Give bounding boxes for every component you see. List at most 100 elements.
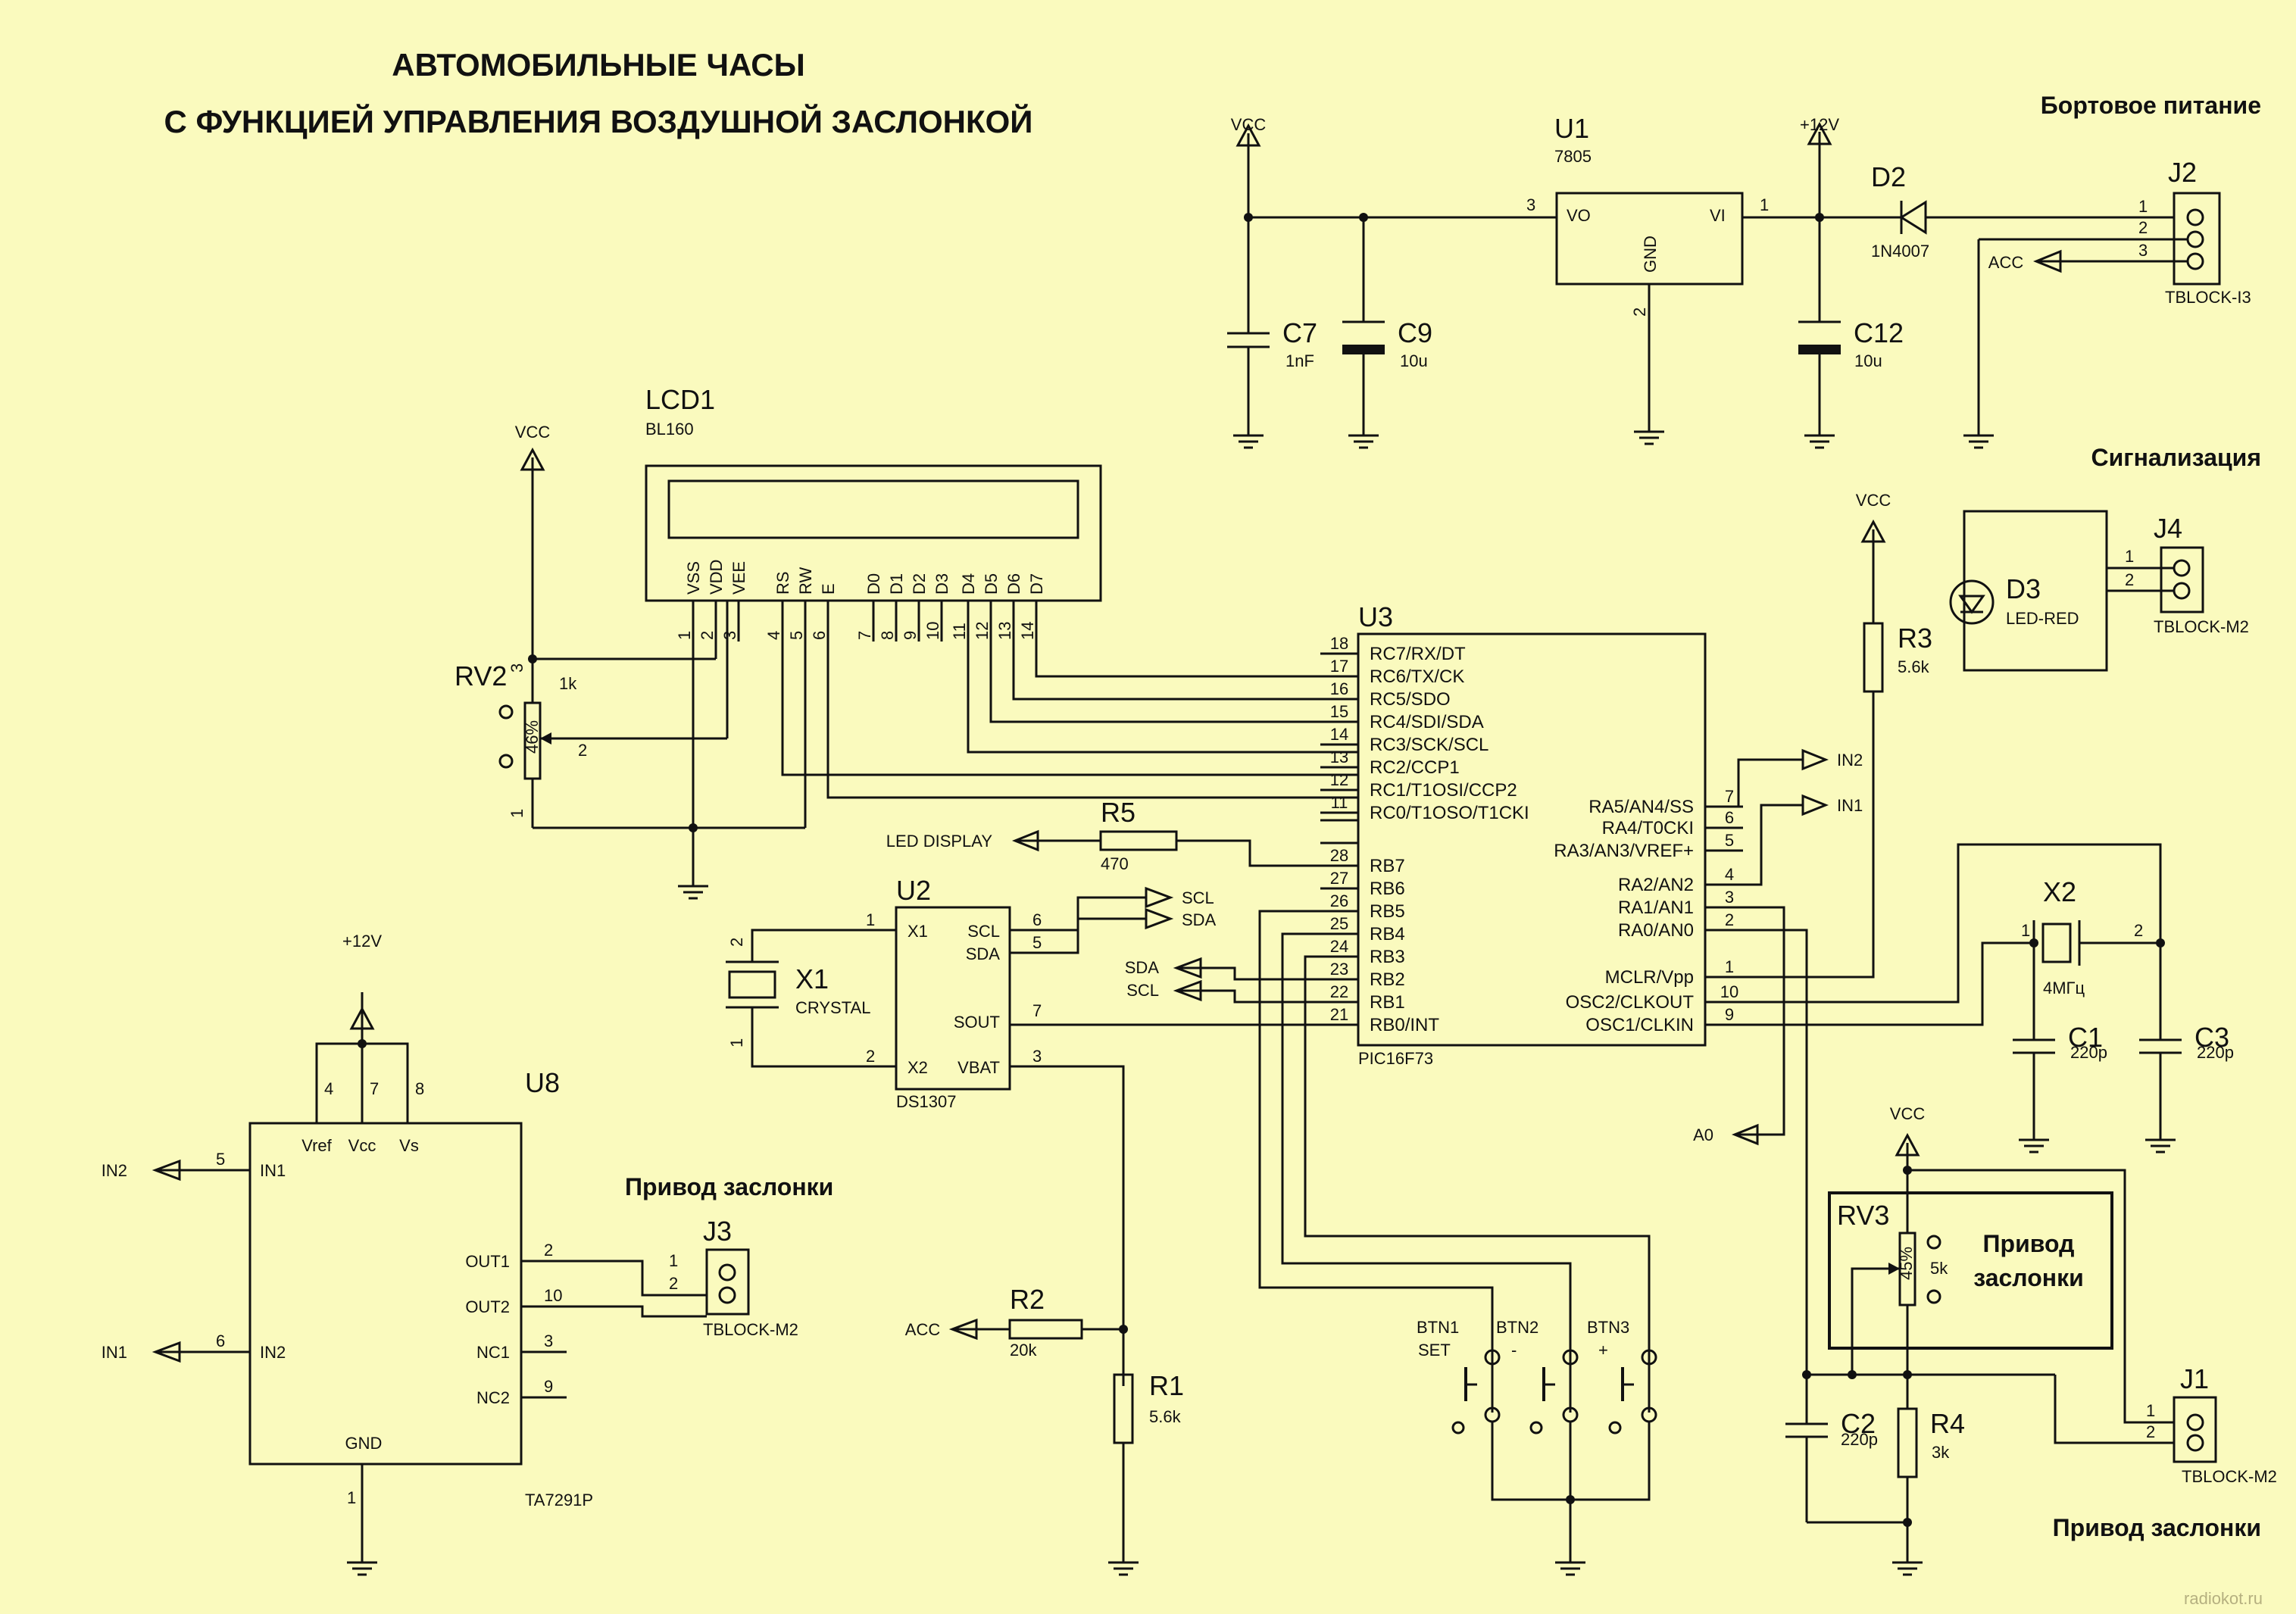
lcd-pin-label: VSS: [684, 561, 703, 595]
u3-pin-number: 18: [1330, 634, 1348, 653]
vcc-symbol-rv3: [1895, 1134, 1920, 1172]
u3-pin-number: 27: [1330, 869, 1348, 888]
lcd-pin-number: 5: [787, 631, 806, 640]
lcd-pin-label: D2: [910, 573, 929, 595]
lcd-pin-number: 7: [855, 631, 874, 640]
lcd-pin-number: 11: [950, 623, 969, 640]
lcd-pin-number: 13: [995, 622, 1014, 640]
u3-pin-name: RC2/CCP1: [1370, 757, 1460, 778]
in1-label-u8: IN1: [102, 1343, 127, 1362]
lcd-pin-label: D7: [1027, 573, 1046, 595]
u3-pin-number: 16: [1330, 679, 1348, 698]
button-btn1[interactable]: BTN1 SET: [1417, 1318, 1501, 1434]
u3-pin-name: RC6/TX/CK: [1370, 667, 1464, 687]
damper-box-line1: Привод: [1983, 1230, 2075, 1257]
vcc-label-lcd: VCC: [515, 423, 551, 442]
j3-ref: J3: [703, 1216, 732, 1247]
btn3-label: +: [1598, 1341, 1608, 1360]
j1-pin1: 1: [2146, 1401, 2155, 1420]
u8-pin-nc2: NC2: [476, 1388, 510, 1407]
j2-value: TBLOCK-I3: [2165, 288, 2251, 307]
u2-pin-vbat-num: 3: [1032, 1047, 1042, 1066]
section-alarm-label: Сигнализация: [2091, 444, 2261, 471]
capacitor-c12: C12 10u: [1798, 317, 1904, 428]
rv3-value: 5k: [1930, 1259, 1948, 1278]
rv3-increase-icon: [1926, 1235, 1941, 1250]
button-btn2[interactable]: BTN2 -: [1496, 1318, 1579, 1434]
x2-ref: X2: [2043, 876, 2076, 907]
lcd-pin-label: E: [819, 583, 838, 595]
u3-ref: U3: [1358, 601, 1393, 632]
u3-pin-number: 21: [1330, 1005, 1348, 1024]
crystal-x1: X1 CRYSTAL 2 1: [726, 929, 896, 1068]
damper-box-line2: заслонки: [1973, 1264, 2084, 1291]
motor-driver-u8: U8 TA7291P Vref Vcc Vs IN1 IN2 OUT1 OUT2…: [216, 1067, 593, 1509]
u2-pin-x1: X1: [907, 922, 928, 941]
j1-value: TBLOCK-M2: [2182, 1467, 2277, 1486]
j1-pin2: 2: [2146, 1422, 2155, 1441]
u1-pin-gnd: GND: [1641, 236, 1660, 273]
u3-pin-number: 22: [1330, 982, 1348, 1001]
u3-pin-name: RC1/T1OSI/CCP2: [1370, 780, 1517, 801]
u3-pin-name: MCLR/Vpp: [1605, 967, 1694, 988]
u8-ref: U8: [525, 1067, 560, 1098]
p12-label-top: +12V: [1800, 115, 1839, 134]
x1-value: CRYSTAL: [795, 998, 870, 1017]
u8-pin-gnd-num: 1: [347, 1488, 356, 1507]
lcd-pin-label: D6: [1004, 573, 1023, 595]
btn1-ref: BTN1: [1417, 1318, 1459, 1337]
c9-ref: C9: [1398, 317, 1432, 348]
lcd-ref: LCD1: [645, 384, 715, 415]
scl-label-left: SCL: [1126, 981, 1159, 1000]
u3-pin-number: 26: [1330, 891, 1348, 910]
u1-pin3-num: 3: [1526, 195, 1535, 214]
u8-pin-gnd: GND: [345, 1434, 383, 1453]
u3-pin-number: 9: [1725, 1005, 1734, 1024]
lcd-pin-number: 6: [810, 631, 829, 640]
led-d3: D3 LED-RED: [1949, 510, 2108, 672]
r2-ref: R2: [1010, 1284, 1045, 1315]
u3-pin-name: RC0/T1OSO/T1CKI: [1370, 803, 1529, 823]
r2-value: 20k: [1010, 1341, 1037, 1360]
lcd-pin-number: 10: [923, 622, 942, 640]
u3-pin-name: RA3/AN3/VREF+: [1554, 841, 1694, 861]
u3-pin-name: OSC2/CLKOUT: [1566, 992, 1695, 1013]
connector-j3: J3 TBLOCK-M2 1 2: [669, 1216, 798, 1339]
u8-value: TA7291P: [525, 1491, 593, 1509]
rv2-ref: RV2: [455, 660, 507, 691]
u3-pin-name: RC5/SDO: [1370, 689, 1451, 710]
sda-label-left: SDA: [1125, 958, 1160, 977]
j2-pin1: 1: [2138, 197, 2148, 216]
u3-pin-number: 14: [1330, 725, 1348, 744]
lcd-pin-number: 9: [901, 631, 920, 640]
capacitor-c1: C1 220p: [2013, 943, 2107, 1132]
lcd-pin-label: D3: [932, 573, 951, 595]
d2-ref: D2: [1871, 161, 1906, 192]
r5-value: 470: [1101, 854, 1129, 873]
damper-drive-box: [1828, 1191, 2113, 1350]
u2-pin-x2-num: 2: [866, 1047, 875, 1066]
p12-label-u8: +12V: [342, 932, 382, 951]
x2-pin1: 1: [2021, 921, 2030, 940]
led-display-label: LED DISPLAY: [886, 832, 993, 851]
r4-value: 3k: [1932, 1443, 1950, 1462]
u3-pin-number: 10: [1720, 982, 1738, 1001]
u1-value: 7805: [1554, 147, 1592, 166]
j3-value: TBLOCK-M2: [703, 1320, 798, 1339]
lcd-pin-label: VDD: [707, 560, 726, 595]
in2-label-r: IN2: [1837, 751, 1863, 770]
button-btn3[interactable]: BTN3 +: [1587, 1318, 1657, 1434]
lcd-pin-number: 1: [675, 631, 694, 640]
vcc-label-rv3: VCC: [1890, 1104, 1926, 1123]
u3-pin-name: RC4/SDI/SDA: [1370, 712, 1484, 732]
rv3-ref: RV3: [1837, 1200, 1889, 1231]
resistor-r3: R3 5.6k: [1863, 622, 1932, 693]
u3-pin-number: 15: [1330, 702, 1348, 721]
btn2-ref: BTN2: [1496, 1318, 1538, 1337]
lcd-pin-label: D1: [887, 573, 906, 595]
u8-pin-in1: IN1: [260, 1161, 286, 1180]
resistor-r1: R1 5.6k: [1113, 1370, 1184, 1444]
lcd-pin-number: 14: [1018, 622, 1037, 640]
u8-pin-in2: IN2: [260, 1343, 286, 1362]
lcd-pin-label: D0: [864, 573, 883, 595]
